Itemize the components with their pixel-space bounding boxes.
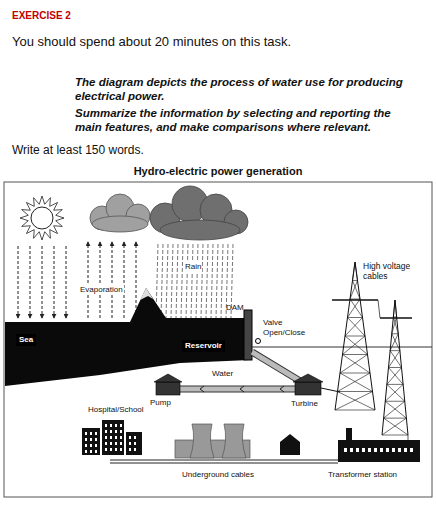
valve-label: Valve Open/Close bbox=[263, 318, 307, 337]
cable bbox=[321, 388, 340, 392]
cables-label: Underground cables bbox=[182, 470, 254, 480]
region-label: Sea bbox=[19, 335, 33, 345]
task-prompt: The diagram depicts the process of water… bbox=[75, 76, 420, 104]
exercise-heading: EXERCISE 2 bbox=[12, 10, 71, 22]
rain-label: Rain bbox=[184, 262, 202, 272]
underground-cable bbox=[110, 463, 338, 464]
pump-house bbox=[154, 374, 182, 395]
transformer-station bbox=[338, 428, 420, 462]
underground-cable bbox=[110, 460, 338, 461]
instruction: Write at least 150 words. bbox=[12, 143, 144, 157]
sea-region: Sea bbox=[16, 334, 36, 346]
house bbox=[280, 434, 300, 455]
cloud bbox=[90, 194, 150, 232]
frame bbox=[4, 182, 432, 497]
evaporation-arrows bbox=[88, 242, 136, 318]
evaporation-label: Evaporation bbox=[79, 285, 124, 295]
instruction: You should spend about 20 minutes on thi… bbox=[12, 34, 291, 50]
pipe bbox=[178, 386, 297, 393]
mountain-peak bbox=[140, 288, 153, 300]
task-prompt: Summarize the information by selecting a… bbox=[75, 107, 420, 135]
power-plant bbox=[175, 424, 250, 458]
pipe bbox=[178, 387, 297, 392]
station-label: Transformer station bbox=[328, 470, 397, 480]
horizon bbox=[252, 347, 432, 348]
building-label: Hospital/School bbox=[88, 405, 144, 415]
pipe bbox=[252, 352, 305, 384]
pump-label: Pump bbox=[150, 398, 171, 408]
water-label: Water bbox=[212, 369, 233, 379]
pipe bbox=[252, 352, 305, 384]
rain-cloud bbox=[150, 186, 248, 240]
pylon bbox=[332, 262, 412, 440]
cables-label: High voltage cables bbox=[362, 261, 416, 281]
region-label: Reservoir bbox=[185, 341, 222, 351]
sun-rays bbox=[18, 246, 66, 318]
turbine-label: Turbine bbox=[291, 399, 318, 409]
dam bbox=[244, 310, 252, 360]
flow-arrows bbox=[200, 386, 284, 392]
sun bbox=[20, 196, 64, 240]
turbine-house bbox=[293, 374, 323, 395]
buildings bbox=[82, 420, 142, 455]
valve bbox=[256, 339, 261, 344]
dam-label: DAM bbox=[226, 303, 244, 313]
reservoir-region: Reservoir bbox=[182, 340, 225, 352]
sea-and-land bbox=[5, 288, 250, 386]
rain-lines bbox=[156, 244, 233, 318]
diagram-title: Hydro-electric power generation bbox=[0, 165, 436, 178]
